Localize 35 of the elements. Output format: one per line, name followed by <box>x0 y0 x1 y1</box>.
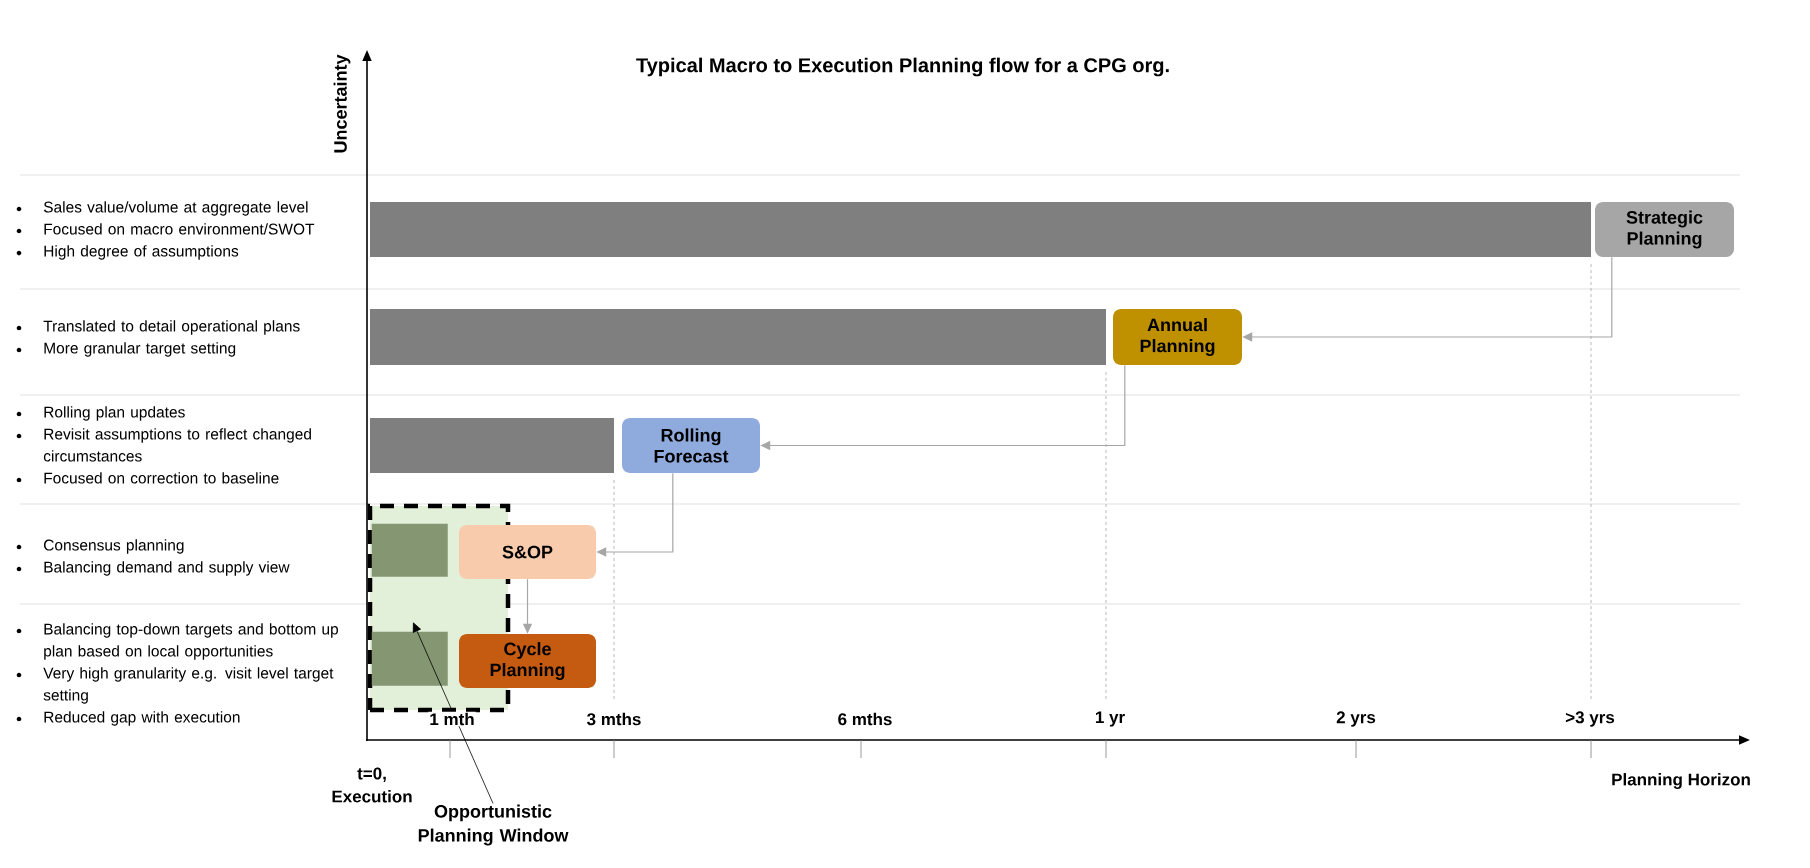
planning-box: Cycle Planning <box>459 634 596 688</box>
tick-label: 1 yr <box>1093 710 1127 728</box>
timeline-bar <box>371 631 448 686</box>
tick-label: 2 yrs <box>1335 710 1377 728</box>
bullet-text: Sales value/volume at aggregate level <box>43 201 308 216</box>
axis-label: t=0, Execution <box>332 767 412 803</box>
timeline-bar <box>370 309 1106 365</box>
bullet-text: Balancing top-down targets and bottom up plan based on local opportunities <box>44 623 339 660</box>
tick-label: 1 mth <box>428 711 476 727</box>
planning-box: Rolling Forecast <box>622 418 760 473</box>
timeline-bar <box>370 418 614 473</box>
timeline-bar <box>370 202 1591 257</box>
bullet-text: High degree of assumptions <box>44 245 239 260</box>
leader-line <box>412 622 494 804</box>
tick-label: 3 mths <box>585 711 643 727</box>
axis-label: Uncertainty <box>333 54 351 153</box>
planning-box: Strategic Planning <box>1595 202 1734 257</box>
timeline-bar <box>371 523 448 577</box>
callout-text: Opportunistic Planning Window <box>418 804 569 846</box>
bullet-text: Consensus planning <box>44 539 184 554</box>
bullet-text: Focused on correction to baseline <box>44 472 279 484</box>
bullet-text: Balancing demand and supply view <box>44 561 290 576</box>
bullet-text: More granular target setting <box>44 342 236 357</box>
bullet-text: Focused on macro environment/SWOT <box>44 223 315 235</box>
bullet-text: Rolling plan updates <box>44 406 185 421</box>
tick-label: 6 mths <box>836 711 894 727</box>
axis-label: Planning Horizon <box>1612 773 1750 789</box>
planning-box: S&OP <box>459 525 596 579</box>
bullet-text: Revisit assumptions to reflect changed circumstances <box>43 428 311 462</box>
bullet-text: Translated to detail operational plans <box>43 320 300 335</box>
bullet-text: Reduced gap with execution <box>44 711 240 726</box>
title: Typical Macro to Execution Planning flow for a CPG org. <box>636 57 1169 77</box>
planning-box: Annual Planning <box>1113 309 1242 365</box>
bullet-text: Very high granularity e.g. visit level target setting <box>43 667 334 704</box>
tick-label: >3 yrs <box>1564 710 1616 728</box>
